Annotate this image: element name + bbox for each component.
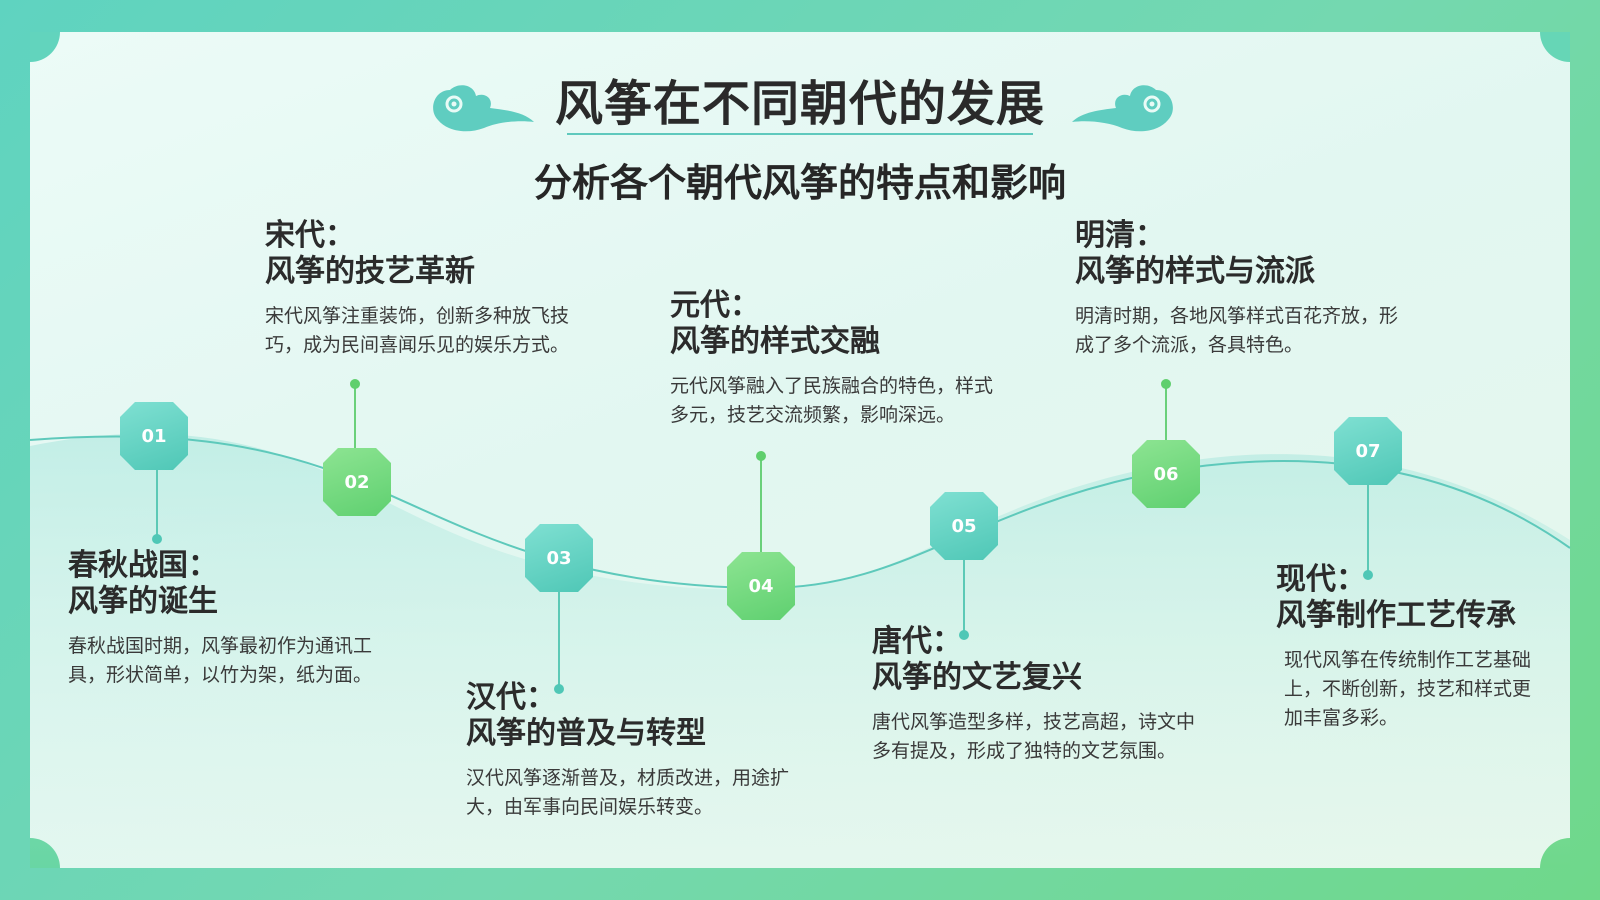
- entry-description: 汉代风筝逐渐普及，材质改进，用途扩大，由军事向民间娱乐转变。: [466, 767, 790, 818]
- entry-era: 宋代：: [265, 218, 355, 253]
- timeline-entry-05: 唐代： 风筝的文艺复兴 唐代风筝造型多样，技艺高超，诗文中多有提及，形成了独特的…: [872, 624, 1212, 766]
- connector-dot: [350, 379, 360, 389]
- connector-dot: [1363, 570, 1373, 580]
- connector-line: [354, 386, 356, 448]
- cloud-icon: [1072, 85, 1173, 132]
- connector-dot: [1161, 379, 1171, 389]
- connector-line: [1367, 485, 1369, 575]
- connector-line: [1165, 386, 1167, 440]
- timeline-entry-01: 春秋战国： 风筝的诞生 春秋战国时期，风筝最初作为通讯工具，形状简单，以竹为架，…: [68, 548, 398, 690]
- entry-era: 唐代：: [872, 624, 962, 659]
- connector-line: [760, 458, 762, 552]
- entry-description: 明清时期，各地风筝样式百花齐放，形成了多个流派，各具特色。: [1075, 305, 1399, 356]
- wave-area: [30, 433, 1570, 868]
- entry-era: 明清：: [1075, 218, 1165, 253]
- timeline-entry-03: 汉代： 风筝的普及与转型 汉代风筝逐渐普及，材质改进，用途扩大，由军事向民间娱乐…: [466, 680, 796, 822]
- connector-dot: [959, 630, 969, 640]
- entry-heading: 风筝的文艺复兴: [872, 660, 1082, 695]
- timeline-badge-07: 07: [1334, 417, 1402, 485]
- entry-description: 春秋战国时期，风筝最初作为通讯工具，形状简单，以竹为架，纸为面。: [68, 635, 373, 686]
- timeline-badge-03: 03: [525, 524, 593, 592]
- timeline-entry-02: 宋代： 风筝的技艺革新 宋代风筝注重装饰，创新多种放飞技巧，成为民间喜闻乐见的娱…: [265, 218, 595, 360]
- entry-heading: 风筝的普及与转型: [466, 716, 706, 751]
- page-title: 风筝在不同朝代的发展: [554, 76, 1045, 132]
- timeline-badge-06: 06: [1132, 440, 1200, 508]
- entry-heading: 风筝的技艺革新: [265, 254, 475, 289]
- connector-dot: [554, 684, 564, 694]
- page-subtitle: 分析各个朝代风筝的特点和影响: [533, 161, 1066, 205]
- timeline-badge-02: 02: [323, 448, 391, 516]
- title-underline: [567, 133, 1033, 135]
- connector-line: [156, 470, 158, 536]
- entry-description: 现代风筝在传统制作工艺基础上，不断创新，技艺和样式更加丰富多彩。: [1284, 649, 1532, 729]
- entry-era: 春秋战国：: [68, 548, 218, 583]
- entry-heading: 风筝制作工艺传承: [1276, 598, 1516, 633]
- connector-dot: [152, 534, 162, 544]
- entry-heading: 风筝的样式交融: [670, 324, 880, 359]
- entry-heading: 风筝的诞生: [68, 584, 218, 619]
- entry-heading: 风筝的样式与流派: [1075, 254, 1315, 289]
- connector-line: [558, 592, 560, 686]
- cloud-icon: [433, 85, 534, 132]
- entry-era: 汉代：: [466, 680, 556, 715]
- timeline-badge-01: 01: [120, 402, 188, 470]
- entry-description: 宋代风筝注重装饰，创新多种放飞技巧，成为民间喜闻乐见的娱乐方式。: [265, 305, 570, 356]
- entry-description: 唐代风筝造型多样，技艺高超，诗文中多有提及，形成了独特的文艺氛围。: [872, 711, 1196, 762]
- timeline-entry-06: 明清： 风筝的样式与流派 明清时期，各地风筝样式百花齐放，形成了多个流派，各具特…: [1075, 218, 1405, 360]
- timeline-badge-04: 04: [727, 552, 795, 620]
- connector-dot: [756, 451, 766, 461]
- entry-era: 现代：: [1276, 562, 1366, 597]
- timeline-badge-05: 05: [930, 492, 998, 560]
- timeline-entry-07: 现代： 风筝制作工艺传承 现代风筝在传统制作工艺基础上，不断创新，技艺和样式更加…: [1276, 562, 1536, 733]
- entry-era: 元代：: [670, 288, 760, 323]
- timeline-entry-04: 元代： 风筝的样式交融 元代风筝融入了民族融合的特色，样式多元，技艺交流频繁，影…: [670, 288, 1000, 430]
- entry-description: 元代风筝融入了民族融合的特色，样式多元，技艺交流频繁，影响深远。: [670, 375, 994, 426]
- connector-line: [963, 560, 965, 632]
